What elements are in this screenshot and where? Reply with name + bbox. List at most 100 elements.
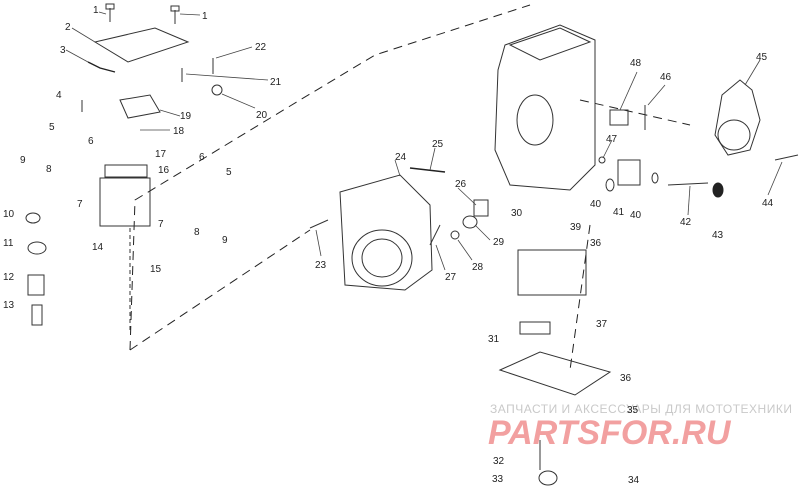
spring-41 [617, 159, 641, 186]
group-bracket-line [129, 4, 531, 351]
label-16: 16 [158, 165, 170, 176]
needle-31 [519, 321, 551, 335]
label-24: 24 [395, 152, 407, 163]
label-3: 3 [60, 45, 66, 56]
label-9a: 9 [20, 155, 26, 166]
part-47 [598, 156, 606, 164]
label-10: 10 [3, 209, 15, 220]
label-18: 18 [173, 126, 185, 137]
washer-20 [211, 84, 223, 96]
cap-43 [712, 182, 724, 198]
watermark-tagline: ЗАПЧАСТИ И АКСЕССУАРЫ ДЛЯ МОТОТЕХНИКИ [490, 402, 792, 416]
label-8a: 8 [46, 164, 52, 175]
gasket-25 [409, 167, 446, 173]
label-29: 29 [493, 237, 505, 248]
leader-lines [65, 11, 783, 271]
group-bracket-line-lower [129, 229, 311, 351]
label-2: 2 [65, 22, 71, 33]
label-23: 23 [315, 260, 327, 271]
label-17: 17 [155, 149, 167, 160]
label-36b: 36 [620, 373, 632, 384]
part-33 [538, 470, 558, 486]
label-40b: 40 [630, 210, 642, 221]
float-bowl-36b [498, 351, 612, 396]
label-41: 41 [613, 207, 625, 218]
part-48 [609, 109, 629, 126]
label-32: 32 [493, 456, 505, 467]
spring-12 [27, 274, 45, 296]
label-35: 35 [627, 405, 639, 416]
part-11 [27, 241, 47, 255]
label-40a: 40 [590, 199, 602, 210]
cover-wire [87, 61, 116, 73]
label-28: 28 [472, 262, 484, 273]
label-27: 27 [445, 272, 457, 283]
screw-23 [309, 219, 329, 229]
top-cover-plate [93, 27, 190, 63]
label-36a: 36 [590, 238, 602, 249]
label-42: 42 [680, 217, 692, 228]
watermark-brand: PARTSFOR.RU [488, 414, 732, 452]
label-5a: 5 [49, 122, 55, 133]
label-19: 19 [180, 111, 192, 122]
label-1b: 1 [202, 11, 208, 22]
label-1a: 1 [93, 5, 99, 16]
pilot-line [579, 99, 691, 126]
screw-head-1a [105, 3, 115, 10]
label-31: 31 [488, 334, 500, 345]
label-37: 37 [596, 319, 608, 330]
label-8b: 8 [194, 227, 200, 238]
cover-housing [717, 119, 751, 151]
jet-13 [31, 304, 43, 326]
float-36a [517, 249, 587, 296]
label-44: 44 [762, 198, 774, 209]
adapter-24 [339, 174, 433, 291]
carburetor-body-group [494, 24, 799, 486]
washer-40a [605, 178, 615, 192]
carb-bore [516, 94, 554, 146]
label-7b: 7 [158, 219, 164, 230]
label-4: 4 [56, 90, 62, 101]
screw-head-1b [170, 5, 180, 12]
label-15: 15 [150, 264, 162, 275]
watermark: ЗАПЧАСТИ И АКСЕССУАРЫ ДЛЯ МОТОТЕХНИКИ PA… [488, 402, 792, 452]
adapter-bore-inner [361, 238, 403, 278]
washer-40b [651, 172, 659, 184]
oring-29 [462, 215, 478, 229]
label-26: 26 [455, 179, 467, 190]
label-21: 21 [270, 77, 282, 88]
bracket-19 [119, 94, 161, 119]
label-22: 22 [255, 42, 267, 53]
label-47: 47 [606, 134, 618, 145]
label-5b: 5 [226, 167, 232, 178]
label-6b: 6 [199, 152, 205, 163]
label-46: 46 [660, 72, 672, 83]
label-48: 48 [630, 58, 642, 69]
label-20: 20 [256, 110, 268, 121]
label-33: 33 [492, 474, 504, 485]
screw-27 [429, 224, 441, 246]
float-top [104, 164, 148, 178]
carb-body-top [508, 27, 592, 61]
adapter-bore [351, 229, 413, 287]
screw-42 [667, 182, 709, 186]
needle-axis-line [569, 224, 591, 371]
label-6a: 6 [88, 136, 94, 147]
intake-adapter-group [309, 167, 489, 291]
label-43: 43 [712, 230, 724, 241]
label-7a: 7 [77, 199, 83, 210]
label-12: 12 [3, 272, 15, 283]
float-bowl-group [25, 58, 223, 330]
label-11: 11 [3, 238, 14, 249]
carb-body [494, 24, 596, 191]
part-labels: 1 1 2 3 4 5 5 6 6 7 7 8 8 9 9 10 11 12 1… [3, 5, 774, 486]
washer-28 [450, 230, 460, 240]
label-9b: 9 [222, 235, 228, 246]
part-10 [25, 212, 41, 224]
label-45: 45 [756, 52, 768, 63]
screw-44 [774, 154, 799, 161]
label-14: 14 [92, 242, 104, 253]
label-25: 25 [432, 139, 444, 150]
top-cover-group [87, 3, 190, 73]
